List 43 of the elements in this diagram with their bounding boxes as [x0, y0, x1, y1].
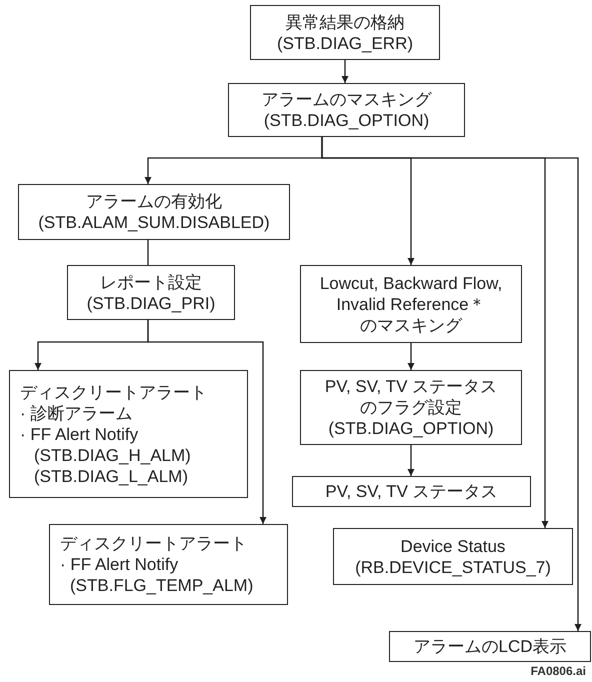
- box-text: (STB.DIAG_OPTION): [328, 418, 494, 439]
- arrow: [408, 445, 414, 476]
- box-text: (STB.DIAG_H_ALM): [33, 444, 191, 466]
- box-text: Device Status: [400, 536, 506, 556]
- connector-line: [147, 240, 149, 265]
- box-text: アラームの有効化: [86, 191, 222, 212]
- box-text: のマスキング: [360, 314, 462, 336]
- process-box: [67, 265, 235, 320]
- box-text: レポート設定: [100, 272, 202, 292]
- box-text: (STB.DIAG_OPTION): [264, 110, 430, 131]
- arrow: [321, 137, 582, 631]
- box-text: アラームのLCD表示: [413, 636, 566, 657]
- box-text: · 診断アラーム: [20, 402, 132, 424]
- box-text: (STB.DIAG_PRI): [86, 292, 216, 314]
- arrow: [408, 343, 414, 370]
- process-box: [9, 370, 248, 498]
- process-box: [250, 5, 440, 60]
- box-text: ディスクリートアラート: [60, 533, 247, 554]
- arrow: [342, 60, 348, 83]
- box-text: のフラグ設定: [360, 397, 462, 418]
- box-text: 異常結果の格納: [286, 12, 404, 32]
- box-text: (RB.DEVICE_STATUS_7): [355, 556, 551, 578]
- box-text: ディスクリートアラート: [20, 382, 207, 402]
- process-box: [300, 370, 522, 445]
- process-box: [389, 631, 591, 662]
- box-text: (STB.ALAM_SUM.DISABLED): [38, 212, 270, 233]
- process-box: [333, 528, 573, 585]
- process-box: [292, 476, 531, 507]
- box-text: PV, SV, TV ステータス: [325, 481, 498, 502]
- box-text: アラームのマスキング: [262, 89, 432, 110]
- process-box: [228, 83, 465, 137]
- box-text: Lowcut, Backward Flow, Invalid Reference＊: [318, 272, 504, 314]
- process-box: [300, 265, 522, 343]
- box-text: · FF Alert Notify: [20, 424, 138, 444]
- process-box: [18, 184, 290, 240]
- process-box: [49, 524, 288, 605]
- arrow: [147, 320, 266, 524]
- box-text: PV, SV, TV ステータス: [324, 376, 498, 397]
- box-text: (STB.DIAG_ERR): [276, 32, 414, 54]
- file-name: FA0806.ai: [530, 664, 586, 678]
- box-text: (STB.FLG_TEMP_ALM): [69, 575, 254, 596]
- box-text: (STB.DIAG_L_ALM): [33, 466, 188, 486]
- box-text: · FF Alert Notify: [60, 554, 178, 575]
